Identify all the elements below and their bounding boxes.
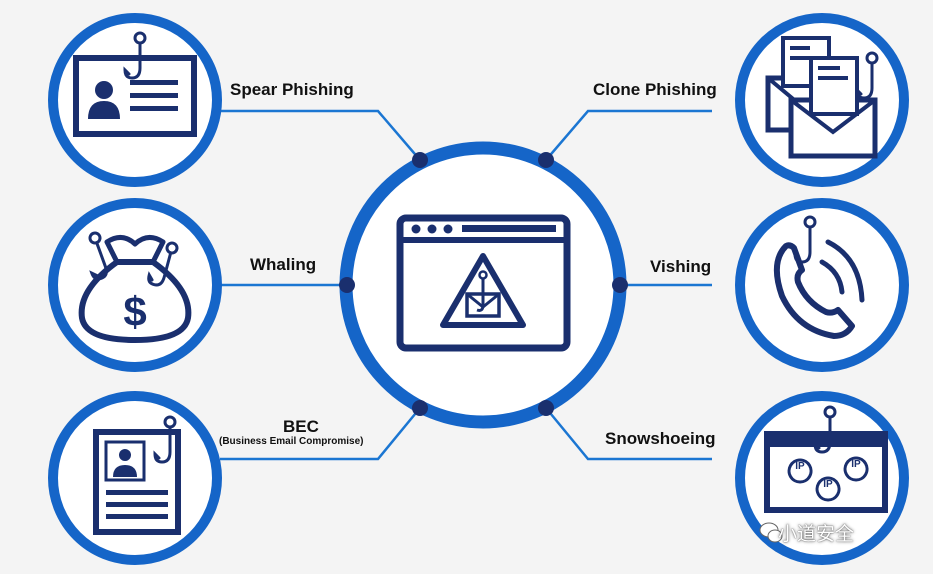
connector-bec [220, 407, 421, 461]
dot-snowshoeing [538, 400, 554, 416]
watermark-text: 小道安全 [778, 523, 855, 545]
label-snowshoeing: Snowshoeing [605, 429, 716, 448]
wechat-icon [759, 522, 783, 543]
id-card-hook-icon [73, 31, 197, 137]
dot-whaling [339, 277, 355, 293]
connectors [220, 109, 712, 461]
label-spear-phishing: Spear Phishing [230, 80, 354, 99]
dot-bec [412, 400, 428, 416]
node-circle-vishing [735, 198, 909, 372]
envelopes-hook-icon [765, 36, 879, 159]
svg-text:IP: IP [795, 461, 805, 472]
dot-vishing [612, 277, 628, 293]
label-bec: BEC [283, 417, 319, 436]
money-bag-hook-icon: $ [77, 230, 192, 343]
connector-clone [545, 109, 712, 161]
connector-dots [339, 152, 628, 416]
svg-text:IP: IP [851, 459, 861, 470]
connector-spear [220, 109, 421, 161]
svg-text:IP: IP [823, 479, 833, 490]
monitor-ip-hook-icon: IP IP IP [764, 405, 888, 513]
center-node [339, 141, 627, 429]
connector-snowshoeing [545, 407, 712, 461]
label-vishing: Vishing [650, 257, 712, 276]
label-bec-subtitle: (Business Email Compromise) [219, 436, 364, 447]
dot-spear [412, 152, 428, 168]
svg-text:$: $ [123, 288, 146, 335]
node-circle-bec [48, 391, 222, 565]
resume-document-hook-icon [93, 415, 181, 535]
phishing-warning-browser-icon [396, 214, 571, 352]
phone-hook-icon [773, 215, 865, 339]
label-whaling: Whaling [250, 255, 317, 274]
dot-clone [538, 152, 554, 168]
label-clone-phishing: Clone Phishing [593, 80, 717, 99]
